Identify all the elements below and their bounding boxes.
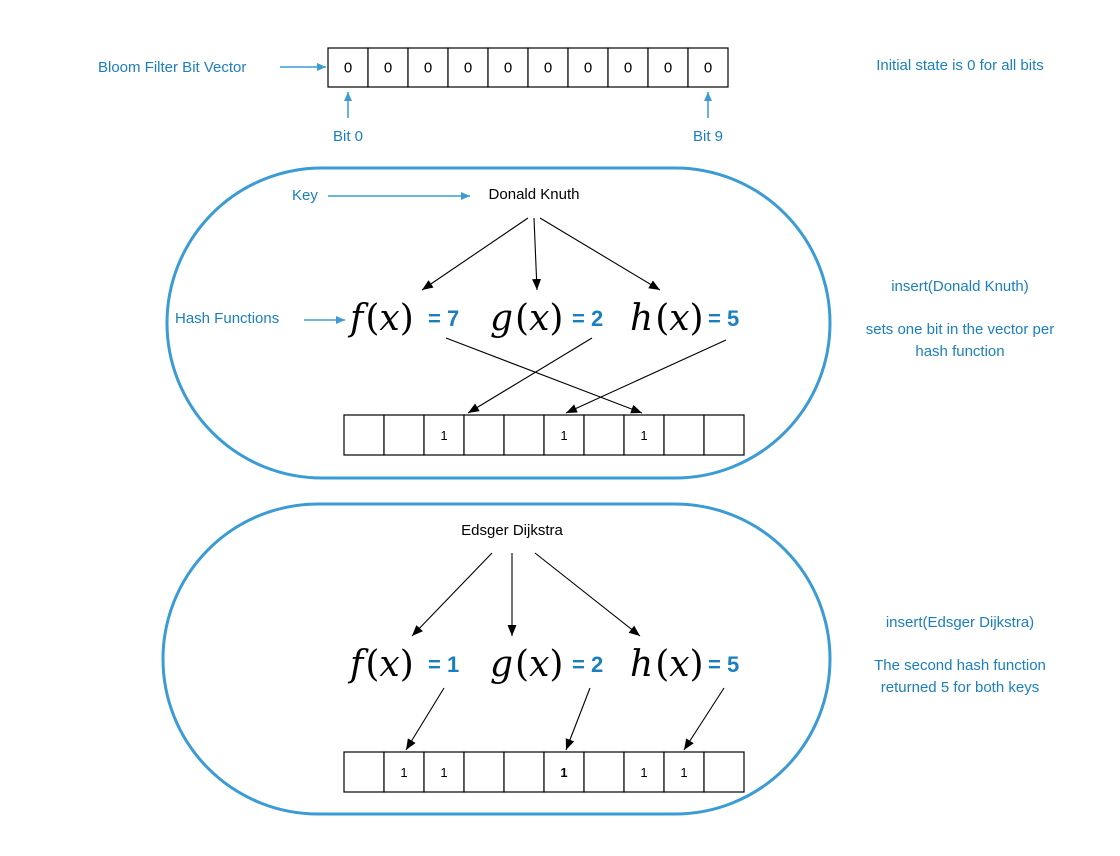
insert2-f-to-bit1-arrow <box>405 687 445 751</box>
insert1-operation: insert(Donald Knuth) <box>891 278 1029 295</box>
initial-cell-8 <box>647 47 689 88</box>
initial-bit-vector: 0 0 0 0 0 0 0 0 0 0 <box>327 47 729 88</box>
insert2-h-to-bit8-arrow <box>683 687 725 751</box>
initial-cell-1 <box>367 47 409 88</box>
insert2-hash-f: f(x) <box>347 644 414 685</box>
hash-functions-label: Hash Functions <box>175 310 279 327</box>
insert1-cell-9 <box>703 414 745 456</box>
insert2-note-line1: The second hash function <box>874 657 1046 674</box>
insert1-hash-f-result: = 7 <box>428 306 459 331</box>
insert2-hash-g-name: g <box>490 644 513 685</box>
insert2-hash-g-var: x <box>529 644 549 685</box>
insert2-cell-8 <box>663 751 705 793</box>
bit-vector-label: Bloom Filter Bit Vector <box>98 59 246 76</box>
insert1-key-to-h-arrow <box>539 217 661 291</box>
insert2-key-to-h-arrow <box>534 552 641 637</box>
insert1-bit-7: 1 <box>640 428 647 443</box>
initial-bit-1: 0 <box>384 60 392 77</box>
insert1-hash-f: f(x) <box>347 298 414 339</box>
insert1-cell-3 <box>463 414 505 456</box>
insert1-bit-5: 1 <box>560 428 567 443</box>
insert1-bit-2: 1 <box>440 428 447 443</box>
initial-state-note: Initial state is 0 for all bits <box>876 57 1044 74</box>
insert2-bit-8: 1 <box>680 765 687 780</box>
insert2-operation: insert(Edsger Dijkstra) <box>886 614 1034 631</box>
insert2-bit-1: 1 <box>400 765 407 780</box>
insert1-cell-1 <box>383 414 425 456</box>
insert2-panel <box>161 502 832 816</box>
insert2-hash-h-var: x <box>669 644 689 685</box>
initial-bit-3: 0 <box>464 60 472 77</box>
insert1-g-to-bit2-arrow <box>467 337 593 414</box>
insert2-hash-h-result: = 5 <box>708 652 739 677</box>
insert1-hash-h: h(x) <box>630 298 704 339</box>
insert1-hash-g-var: x <box>529 298 549 339</box>
insert2-bit-2: 1 <box>440 765 447 780</box>
insert1-key-to-f-arrow <box>421 217 529 291</box>
insert2-bit-vector: 1 1 1 1 1 <box>343 751 745 793</box>
insert1-hash-g-result: = 2 <box>572 306 603 331</box>
bit0-label: Bit 0 <box>333 128 363 145</box>
insert2-cell-7 <box>623 751 665 793</box>
insert1-bit-vector: 1 1 1 <box>343 414 745 456</box>
initial-bit-4: 0 <box>504 60 512 77</box>
insert1-hash-h-result: = 5 <box>708 306 739 331</box>
insert2-key: Edsger Dijkstra <box>461 522 563 539</box>
insert2-hash-h-name: h <box>630 644 653 685</box>
insert1-hash-h-var: x <box>669 298 689 339</box>
insert2-cell-5 <box>543 751 585 793</box>
insert1-cell-8 <box>663 414 705 456</box>
insert1-hash-f-var: x <box>379 298 399 339</box>
insert2-hash-g: g(x) <box>490 644 563 685</box>
insert2-cell-6 <box>583 751 625 793</box>
insert1-note-line1: sets one bit in the vector per <box>866 321 1054 338</box>
insert2-hash-f-result: = 1 <box>428 652 459 677</box>
insert1-cell-6 <box>583 414 625 456</box>
insert1-cell-0 <box>343 414 385 456</box>
insert2-hash-f-var: x <box>379 644 399 685</box>
insert2-cell-0 <box>343 751 385 793</box>
insert1-panel <box>165 166 832 480</box>
insert2-key-to-f-arrow <box>411 552 493 637</box>
insert2-bit-5-collision: 1 <box>560 765 567 780</box>
insert2-cell-1 <box>383 751 425 793</box>
insert1-cell-4 <box>503 414 545 456</box>
insert2-cell-4 <box>503 751 545 793</box>
insert2-bit-7: 1 <box>640 765 647 780</box>
initial-cell-9 <box>687 47 729 88</box>
insert1-key: Donald Knuth <box>489 186 580 203</box>
key-label: Key <box>292 187 318 204</box>
insert2-cell-9 <box>703 751 745 793</box>
insert1-h-to-bit5-arrow <box>565 339 727 414</box>
insert2-cell-2 <box>423 751 465 793</box>
insert1-hash-g: g(x) <box>490 298 563 339</box>
initial-bit-7: 0 <box>624 60 632 77</box>
insert1-cell-5 <box>543 414 585 456</box>
insert1-f-to-bit7-arrow <box>445 337 643 414</box>
insert2-g-to-bit5-arrow <box>565 687 591 751</box>
initial-bit-8: 0 <box>664 60 672 77</box>
insert1-hash-g-name: g <box>490 298 513 339</box>
initial-bit-5: 0 <box>544 60 552 77</box>
insert1-cell-7 <box>623 414 665 456</box>
initial-bit-2: 0 <box>424 60 432 77</box>
initial-bit-0: 0 <box>344 60 352 77</box>
insert1-note-line2: hash function <box>915 343 1004 360</box>
insert2-note-line2: returned 5 for both keys <box>881 679 1039 696</box>
bit9-label: Bit 9 <box>693 128 723 145</box>
insert2-cell-3 <box>463 751 505 793</box>
initial-cell-2 <box>407 47 449 88</box>
insert1-cell-2 <box>423 414 465 456</box>
insert2-hash-h: h(x) <box>630 644 704 685</box>
insert1-hash-h-name: h <box>630 298 653 339</box>
insert2-hash-g-result: = 2 <box>572 652 603 677</box>
insert1-key-to-g-arrow <box>532 217 542 291</box>
initial-bit-6: 0 <box>584 60 592 77</box>
initial-bit-9: 0 <box>704 60 712 77</box>
